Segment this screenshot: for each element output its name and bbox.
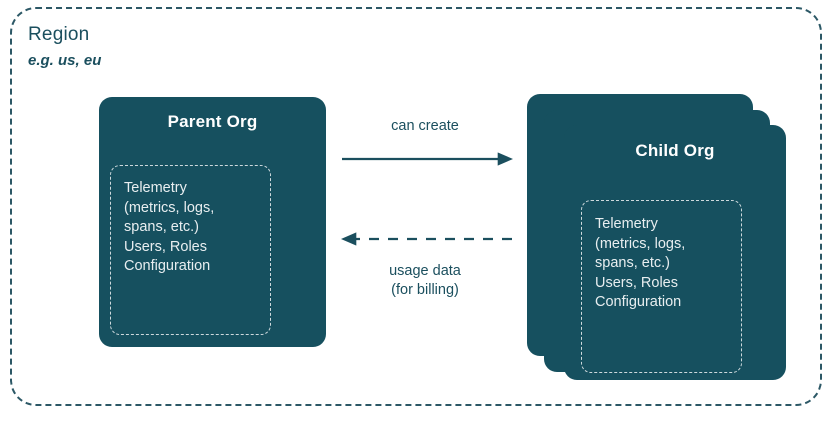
parent-org-card[interactable]: Parent Org Telemetry (metrics, logs, spa…	[99, 97, 326, 347]
child-org-title: Child Org	[635, 141, 715, 160]
parent-org-contents-text: Telemetry (metrics, logs, spans, etc.) U…	[124, 180, 215, 274]
arrow-group	[340, 152, 514, 246]
can-create-label: can create	[391, 118, 459, 134]
child-org-stack[interactable]: Child Org Telemetry (metrics, logs, span…	[527, 94, 789, 386]
parent-org-title: Parent Org	[167, 112, 258, 131]
region-title: Region	[28, 24, 90, 45]
child-org-contents-box	[581, 200, 742, 373]
region-boundary	[10, 7, 822, 406]
usage-data-label: usage data (for billing)	[389, 263, 461, 298]
region-label-group: Region e.g. us, eu	[28, 25, 101, 68]
child-org-card-front[interactable]: Child Org Telemetry (metrics, logs, span…	[564, 125, 786, 380]
parent-org-contents-box	[110, 165, 271, 335]
child-org-contents-text: Telemetry (metrics, logs, spans, etc.) U…	[595, 216, 686, 310]
region-subtitle: e.g. us, eu	[28, 52, 102, 69]
